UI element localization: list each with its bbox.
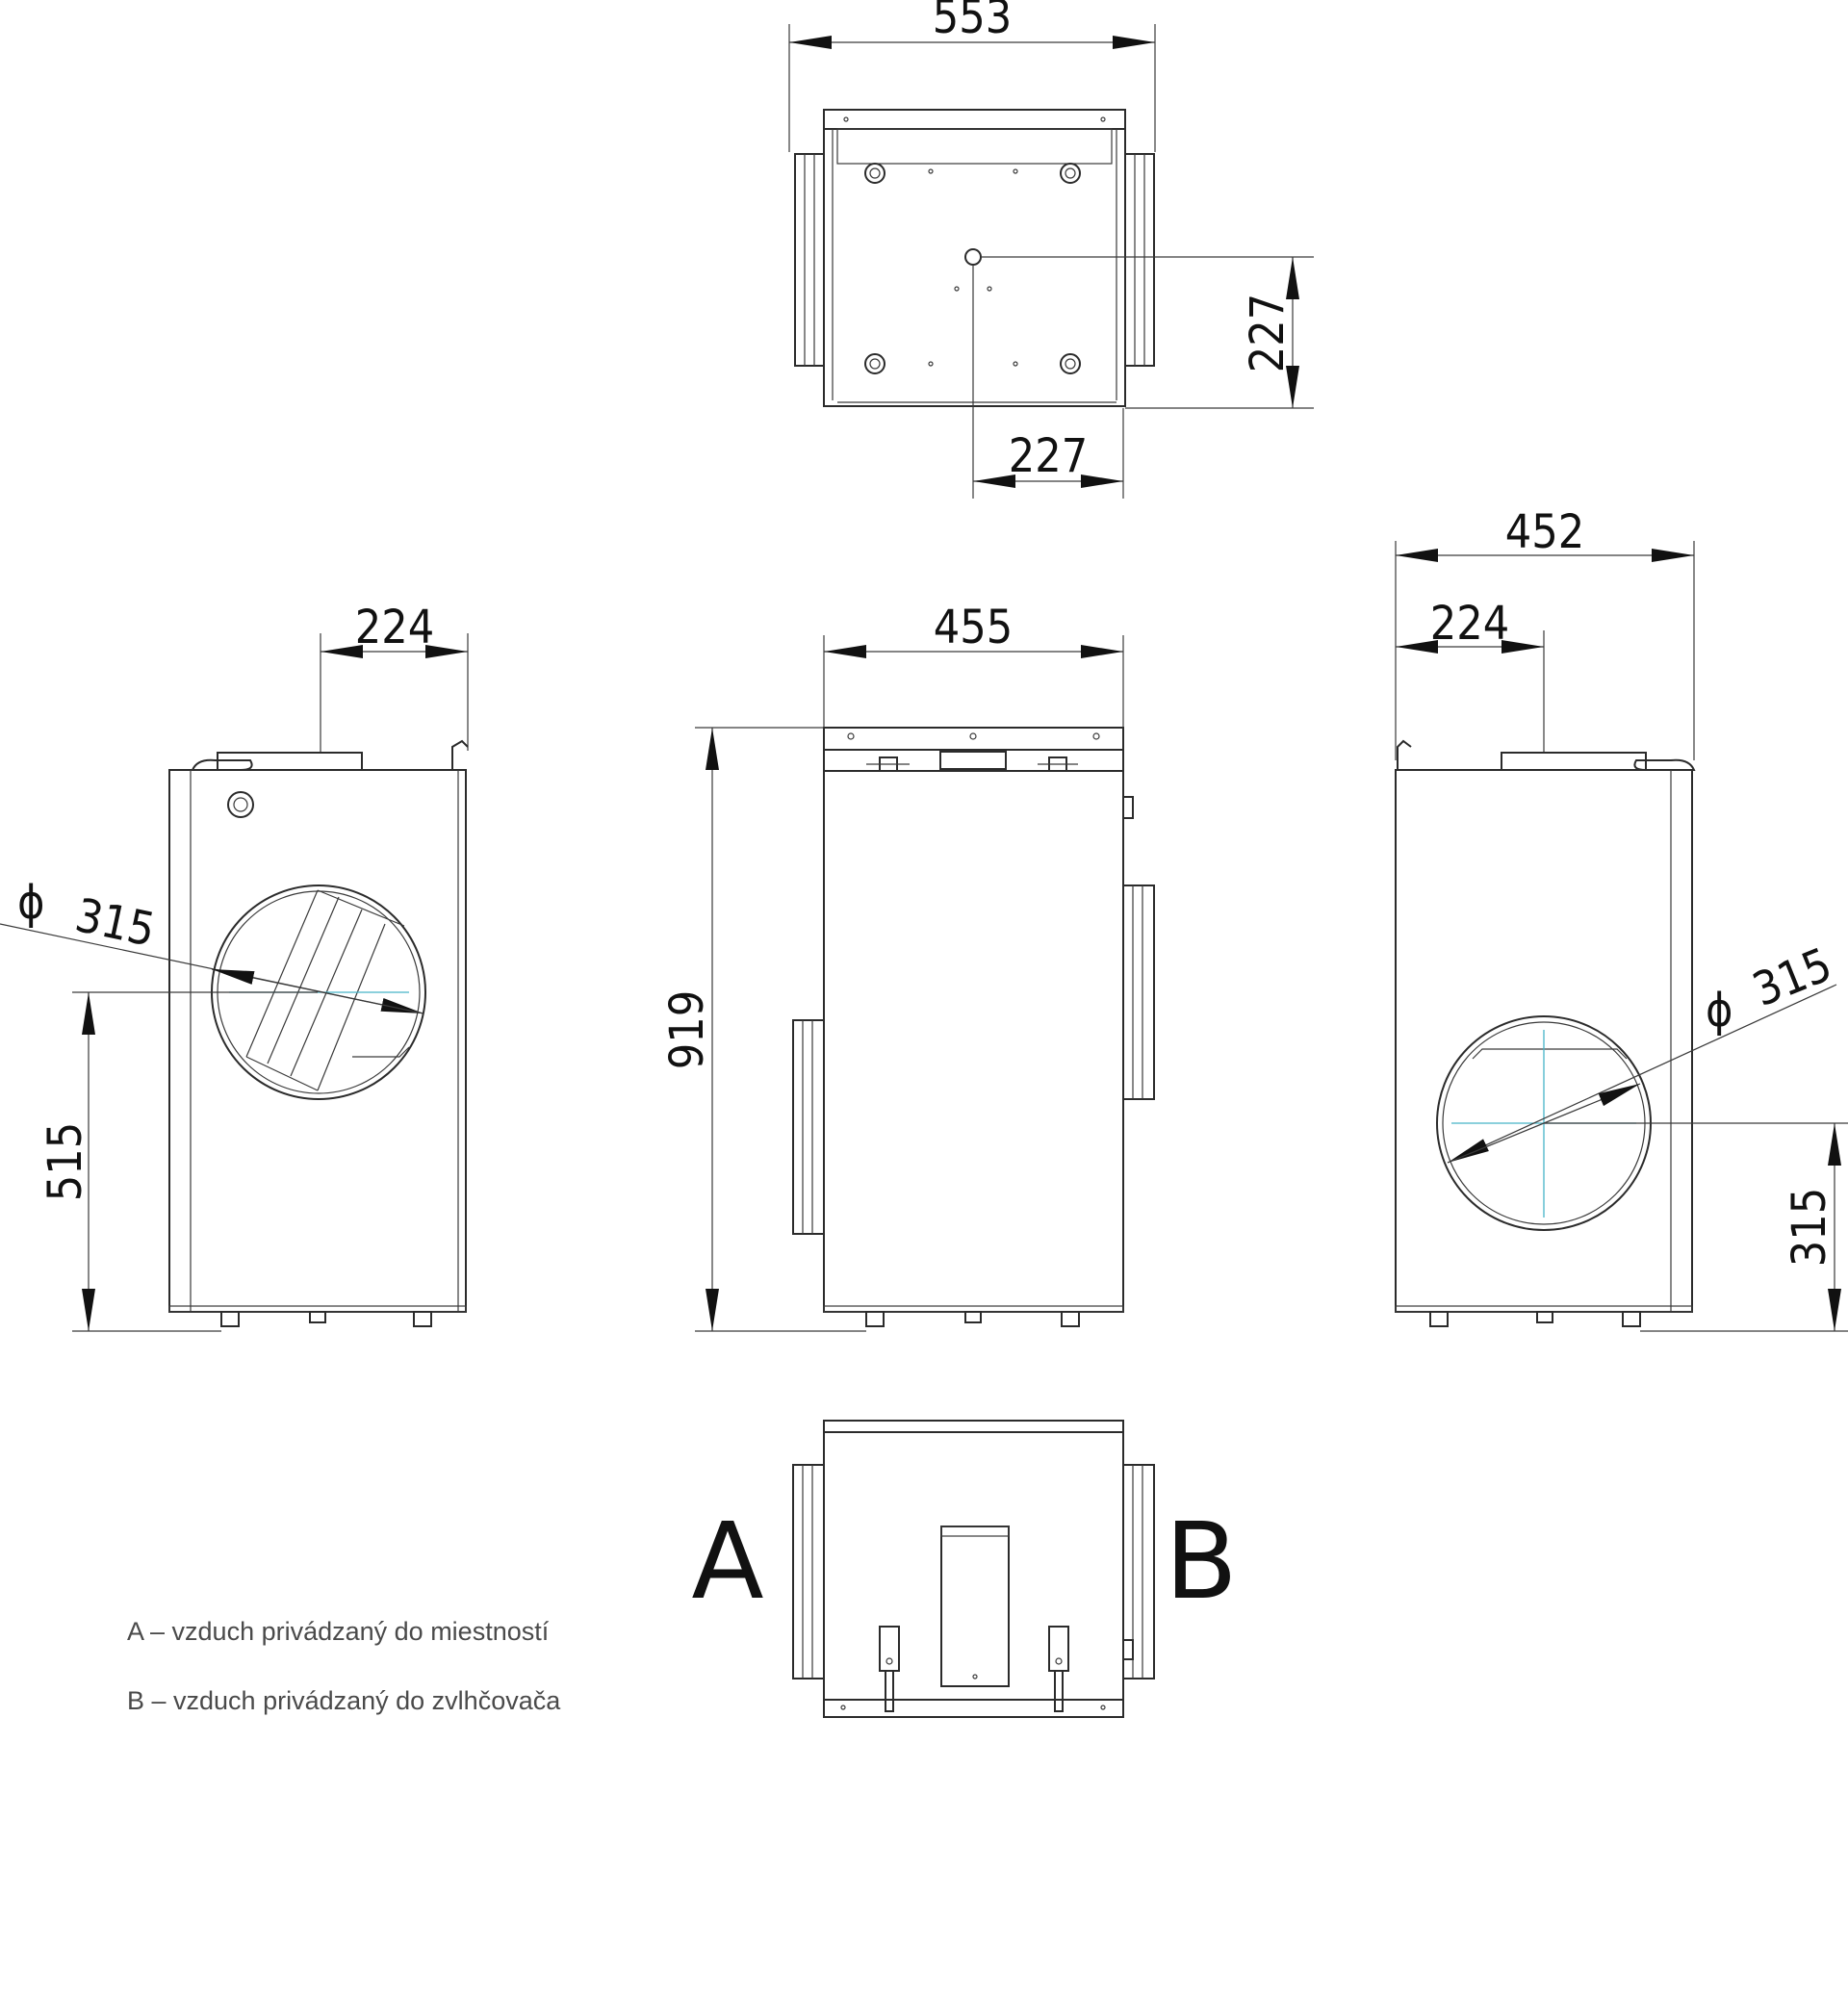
top-width-dimension: 553 [933, 0, 1012, 44]
right-diameter-dimension: 315 [1746, 937, 1839, 1017]
left-diameter-symbol: ϕ [17, 876, 44, 930]
right-width-dimension: 452 [1505, 505, 1584, 559]
legend: A – vzduch privádzaný do miestností B – … [127, 1617, 561, 1715]
top-horizontal-dimension: 227 [1009, 429, 1088, 483]
left-height-dimension: 515 [38, 1122, 92, 1201]
left-diameter-dimension: 315 [71, 888, 160, 958]
right-height-dimension: 315 [1783, 1188, 1836, 1267]
left-offset-dimension: 224 [355, 601, 434, 654]
front-height-dimension: 919 [660, 990, 714, 1069]
port-b-label: B [1165, 1500, 1237, 1623]
front-width-dimension: 455 [934, 601, 1013, 654]
right-offset-dimension: 224 [1430, 597, 1509, 651]
bottom-view [792, 1420, 1155, 1718]
legend-a: A – vzduch privádzaný do miestností [127, 1617, 550, 1646]
top-view: 553 227 227 [788, 0, 1314, 499]
front-view: 455 919 [660, 601, 1155, 1332]
port-a-label: A [691, 1500, 763, 1623]
right-diameter-symbol: ϕ [1706, 984, 1732, 1038]
right-side-view: 452 224 315 ϕ 315 [1395, 505, 1848, 1332]
left-side-view: 224 515 ϕ 315 [0, 601, 469, 1332]
legend-b: B – vzduch privádzaný do zvlhčovača [127, 1686, 561, 1715]
top-vertical-dimension: 227 [1241, 294, 1295, 372]
